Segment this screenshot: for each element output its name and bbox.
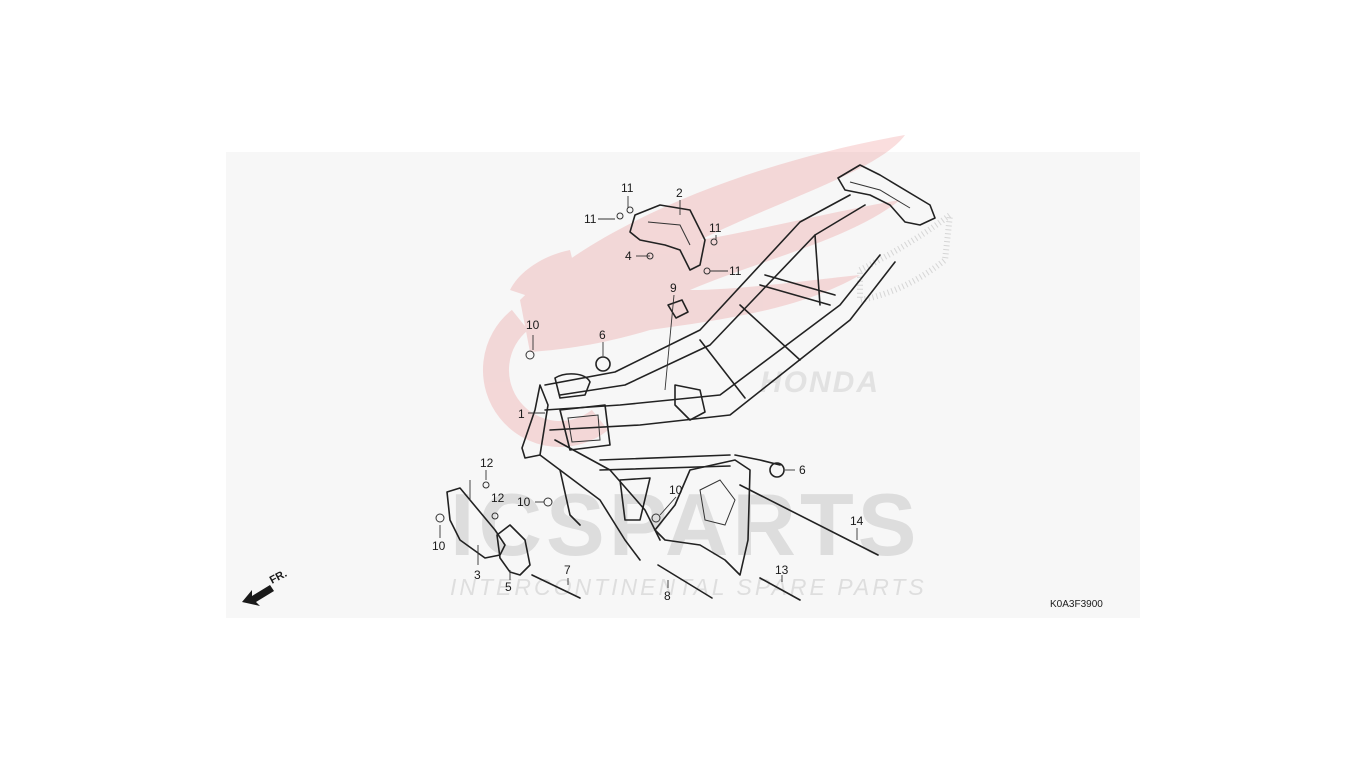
callout-6b: 6 (799, 463, 806, 477)
frame-body (521, 164, 936, 576)
callout-3: 3 (474, 568, 481, 582)
diagram-panel (226, 152, 1140, 618)
diagram-code: K0A3F3900 (1050, 599, 1103, 610)
callout-9: 9 (670, 281, 677, 295)
part-2-bracket (629, 204, 706, 271)
callout-7: 7 (564, 563, 571, 577)
part-5-plate (496, 524, 531, 576)
callout-10b: 10 (517, 495, 531, 509)
callout-10a: 10 (526, 318, 540, 332)
part-6-bushings (595, 356, 785, 478)
callout-4: 4 (625, 249, 632, 263)
part-9-mount (667, 299, 689, 319)
callout-11b: 11 (584, 212, 597, 226)
callout-6: 6 (599, 328, 606, 342)
leader-lines (439, 196, 858, 588)
dotted-wing-watermark (857, 208, 954, 304)
callouts: 1 2 3 4 5 6 6 7 8 9 10 10 10 10 11 11 11… (432, 181, 864, 603)
callout-12a: 12 (480, 456, 494, 470)
callout-13: 13 (775, 563, 789, 577)
callout-2: 2 (676, 186, 683, 200)
callout-11a: 11 (621, 181, 634, 195)
callout-10d: 10 (669, 483, 683, 497)
watermark-brand: HONDA (760, 366, 880, 399)
callout-14: 14 (850, 514, 864, 528)
nuts-small (435, 206, 718, 523)
bolts (531, 484, 879, 601)
callout-12b: 12 (491, 491, 505, 505)
callout-10c: 10 (432, 539, 446, 553)
callout-1: 1 (518, 407, 525, 421)
front-label: FR. (268, 568, 289, 587)
callout-5: 5 (505, 580, 512, 594)
wing-logo-watermark (482, 135, 905, 447)
callout-8: 8 (664, 589, 671, 603)
part-3-plate (446, 487, 506, 559)
watermark-sub: INTERCONTINENTAL SPARE PARTS (450, 574, 927, 600)
callout-11c: 11 (709, 221, 722, 235)
front-arrow-icon (242, 585, 274, 606)
callout-11d: 11 (729, 264, 742, 278)
